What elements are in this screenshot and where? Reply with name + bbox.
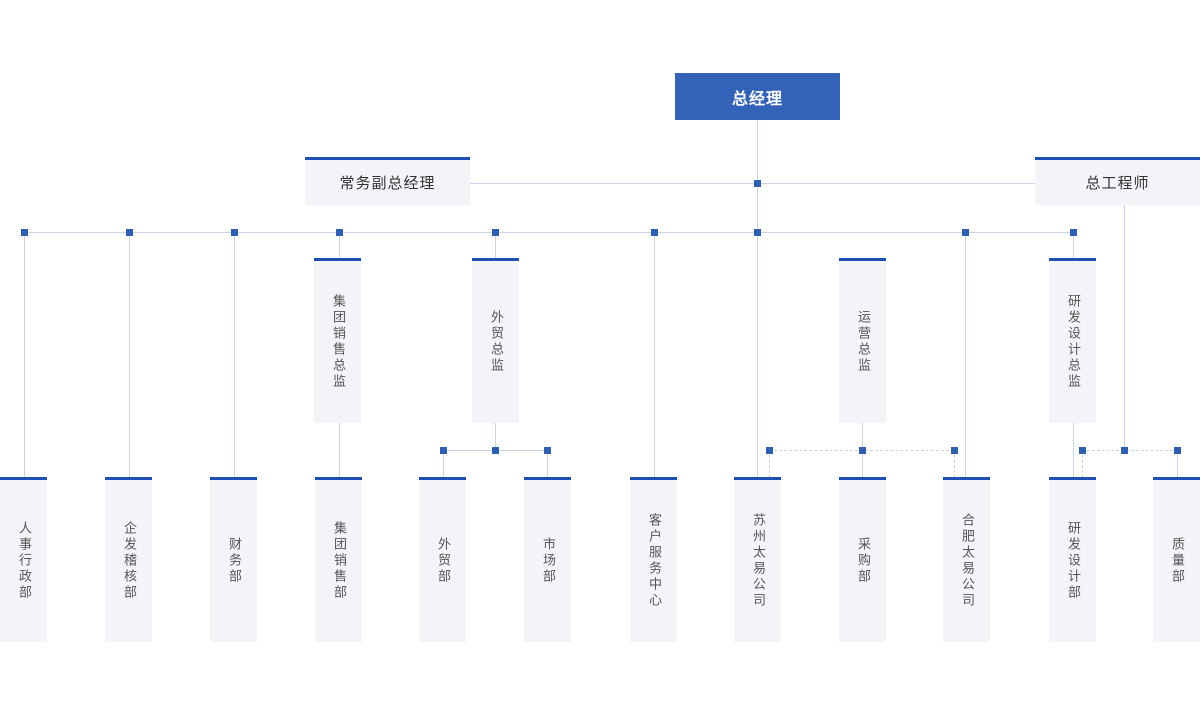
junction-dot [336,229,343,236]
junction-dot [440,447,447,454]
department-node: 财务部 [210,477,257,642]
department-node: 质量部 [1153,477,1200,642]
dashed-connector [954,450,955,478]
director-node-foreign-trade: 外贸总监 [472,258,519,423]
department-node: 人事行政部 [0,477,47,642]
director-node-operations: 运营总监 [839,258,886,423]
department-node: 客户服务中心 [630,477,677,642]
junction-dot [126,229,133,236]
department-label: 合肥太易公司 [959,513,974,609]
junction-dot [754,180,761,187]
department-label: 研发设计部 [1065,521,1080,601]
junction-dot [951,447,958,454]
connector-line [1177,450,1178,478]
department-node: 苏州太易公司 [734,477,781,642]
dashed-connector [1082,450,1083,478]
chief-engineer-node: 总工程师 [1035,157,1200,205]
connector-line [234,232,235,478]
director-label: 外贸总监 [488,310,503,374]
connector-line [443,450,444,478]
connector-line [24,232,25,478]
department-label: 财务部 [226,537,241,585]
executive-deputy-node: 常务副总经理 [305,157,470,205]
chief-engineer-label: 总工程师 [1085,174,1150,192]
connector-line [654,232,655,478]
junction-dot [651,229,658,236]
department-node: 企发稽核部 [105,477,152,642]
connector-line [965,232,966,478]
director-node-sales: 集团销售总监 [314,258,361,423]
dashed-connector [769,450,770,478]
junction-dot [492,229,499,236]
connector-line [129,232,130,478]
department-label: 采购部 [855,537,870,585]
connector-line [547,450,548,478]
executive-deputy-label: 常务副总经理 [339,174,436,192]
dashed-connector [1082,450,1178,451]
department-label: 苏州太易公司 [750,513,765,609]
junction-dot [544,447,551,454]
general-manager-node: 总经理 [675,73,840,120]
department-node: 市场部 [524,477,571,642]
junction-dot [1121,447,1128,454]
director-label: 运营总监 [855,310,870,374]
department-node: 外贸部 [419,477,466,642]
connector-line [1124,205,1125,450]
department-label: 市场部 [540,537,555,585]
department-node: 采购部 [839,477,886,642]
department-label: 企发稽核部 [121,521,136,601]
junction-dot [1079,447,1086,454]
junction-dot [1070,229,1077,236]
general-manager-label: 总经理 [731,88,783,108]
connector-line [757,120,758,478]
department-node: 集团销售部 [315,477,362,642]
junction-dot [766,447,773,454]
director-label: 集团销售总监 [330,294,345,390]
connector-line [24,232,1074,233]
junction-dot [21,229,28,236]
junction-dot [231,229,238,236]
department-label: 客户服务中心 [646,513,661,609]
director-label: 研发设计总监 [1065,294,1080,390]
junction-dot [754,229,761,236]
junction-dot [962,229,969,236]
department-node: 合肥太易公司 [943,477,990,642]
department-label: 人事行政部 [16,521,31,601]
department-node: 研发设计部 [1049,477,1096,642]
junction-dot [1174,447,1181,454]
department-label: 质量部 [1169,537,1184,585]
junction-dot [492,447,499,454]
junction-dot [859,447,866,454]
department-label: 外贸部 [435,537,450,585]
director-node-rd: 研发设计总监 [1049,258,1096,423]
connector-line [470,183,1035,184]
department-label: 集团销售部 [331,521,346,601]
